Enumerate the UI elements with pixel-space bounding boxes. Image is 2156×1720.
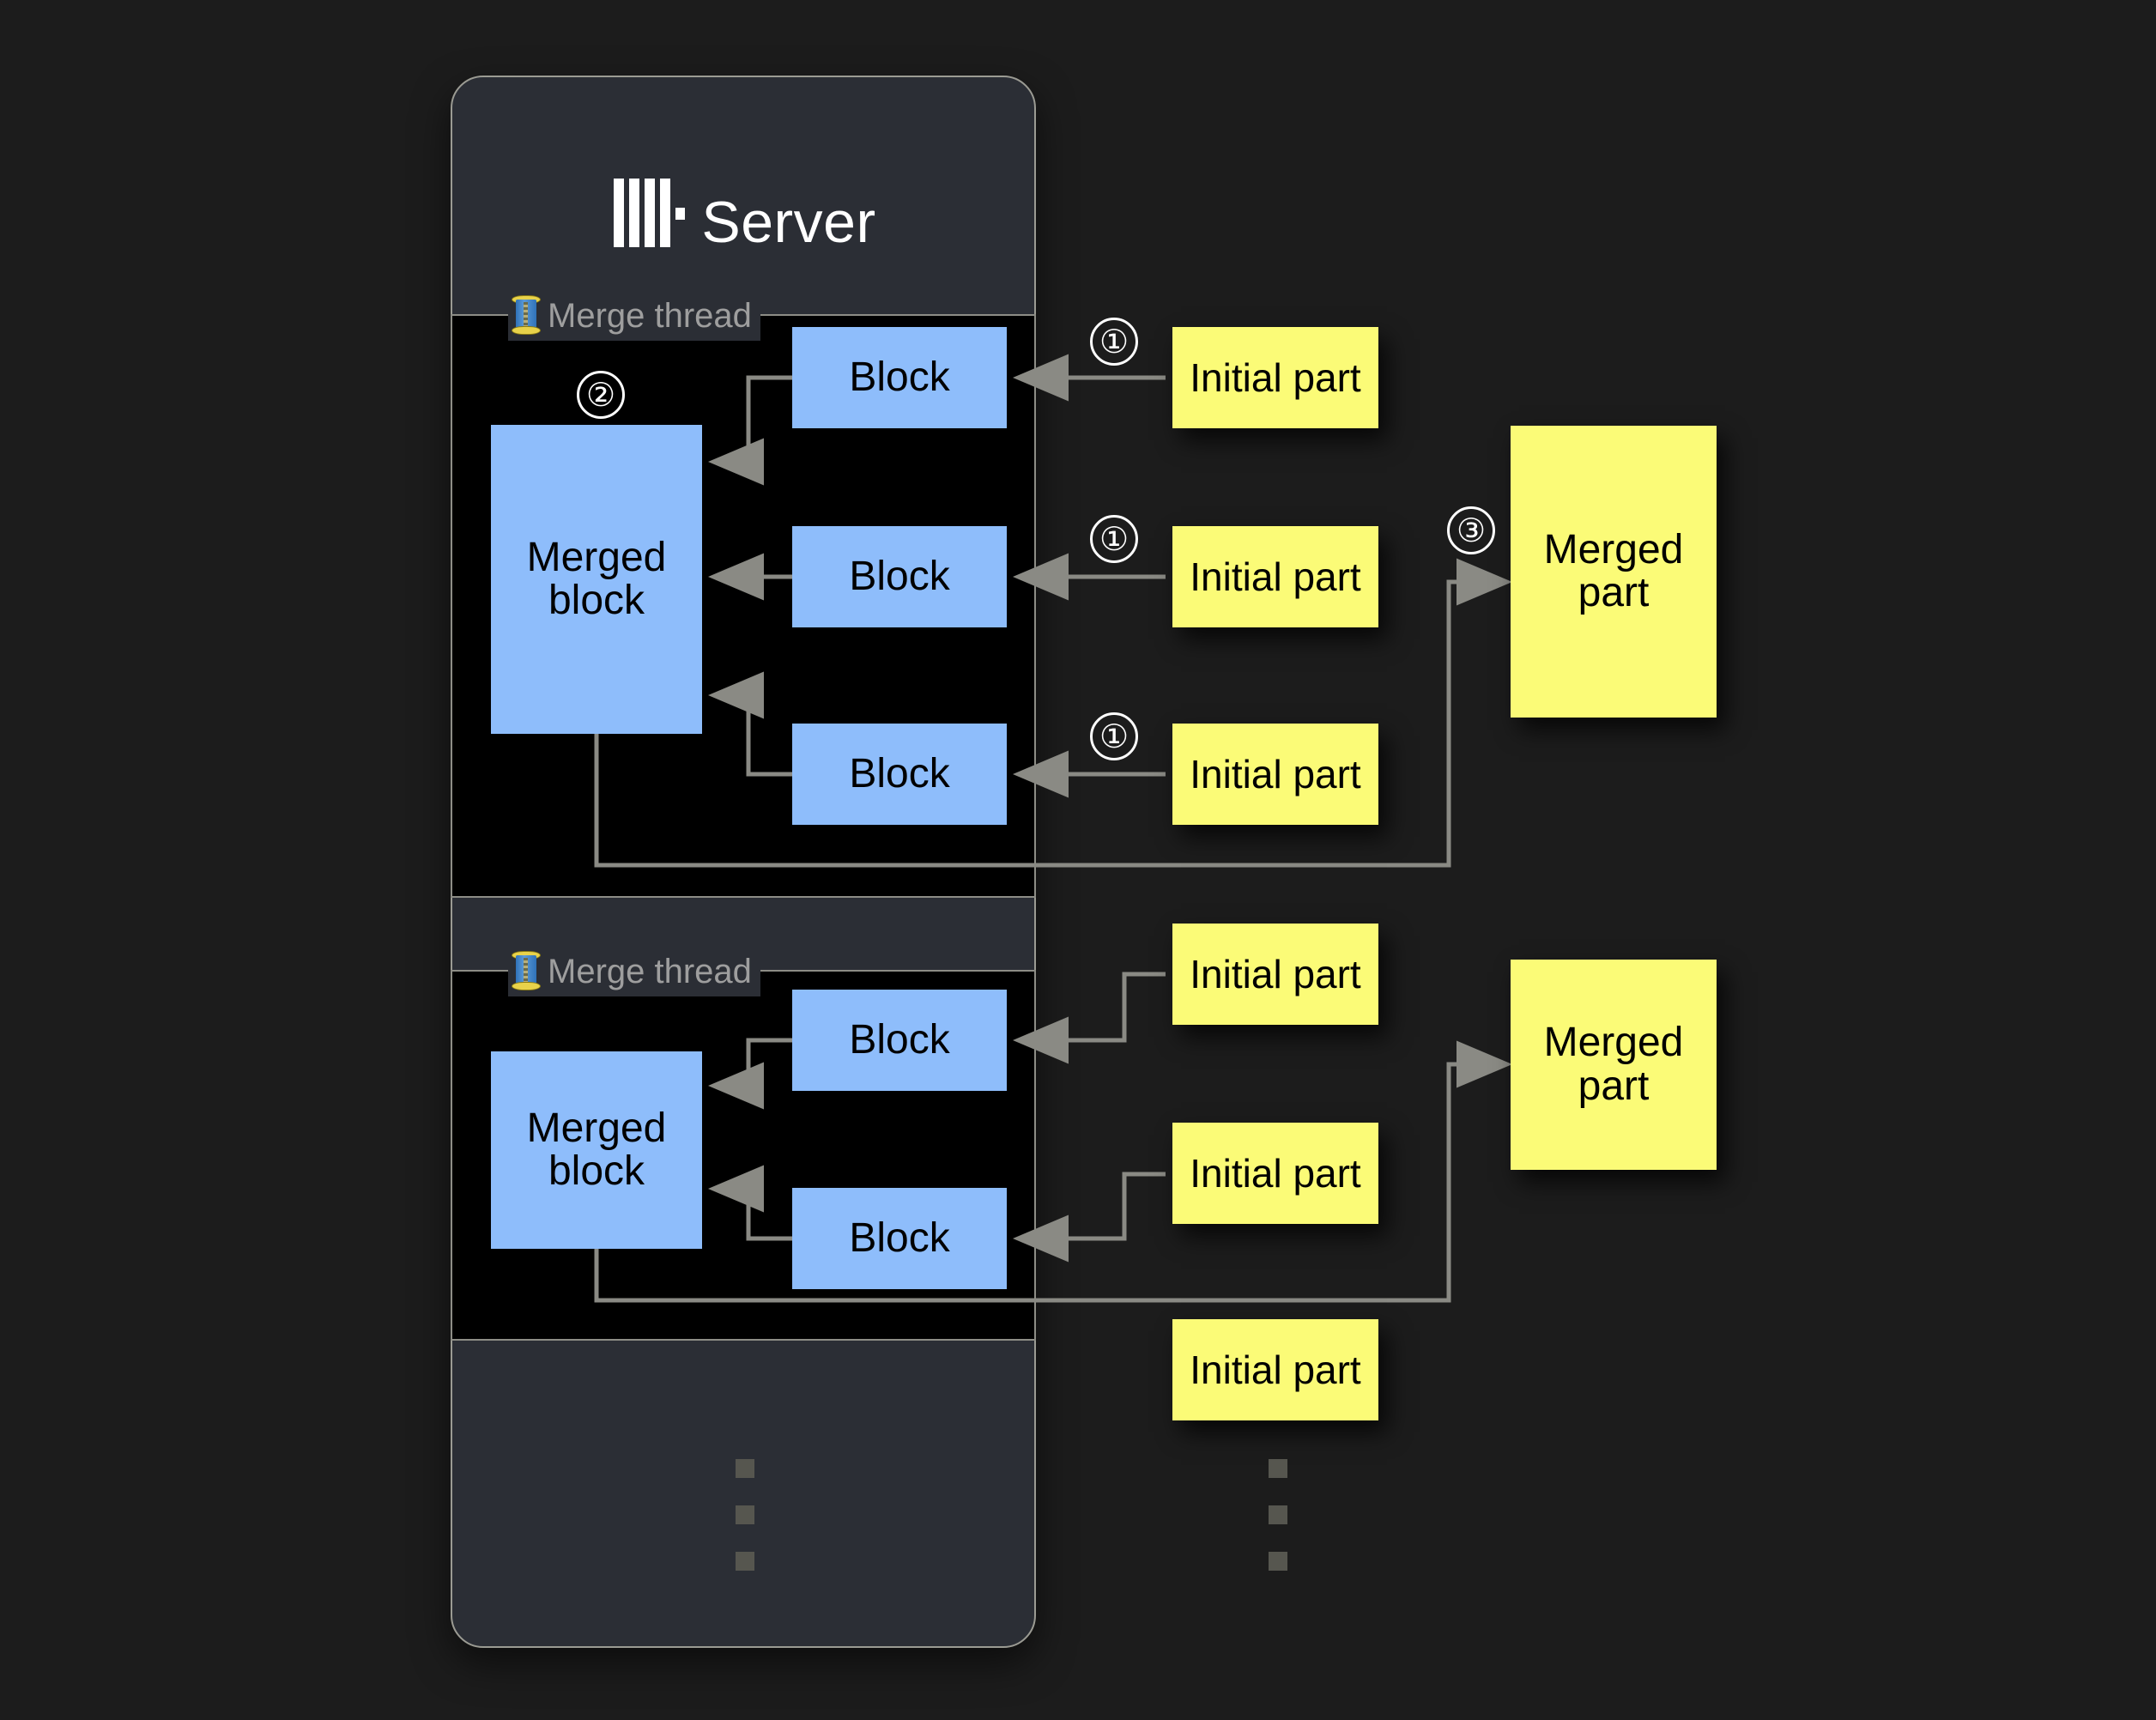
merged-part-2: Merged part [1511,960,1717,1170]
merge-thread-label-1: Merge thread [508,291,760,341]
step-marker-2: ② [577,371,625,419]
merged-block-1: Merged block [491,425,702,734]
server-title: Server [452,179,1038,256]
block-2-1: Block [792,990,1007,1091]
ellipsis-server [736,1459,754,1598]
thread-spool-icon [512,951,541,990]
block-1-3: Block [792,724,1007,825]
initial-part-2-2: Initial part [1172,1123,1378,1224]
block-1-1: Block [792,327,1007,428]
merge-thread-label-2: Merge thread [508,947,760,996]
initial-part-2-1: Initial part [1172,924,1378,1025]
thread-spool-icon [512,295,541,335]
merge-thread-label-text-1: Merge thread [548,297,752,335]
clickhouse-logo-icon [614,179,686,247]
arrow-initialpart4-to-block4 [1013,972,1166,1064]
block-2-2: Block [792,1188,1007,1289]
merged-part-1: Merged part [1511,426,1717,718]
step-marker-1a: ① [1090,318,1138,366]
server-title-text: Server [701,190,876,255]
step-marker-3: ③ [1447,506,1495,554]
arrow-initialpart5-to-block5 [1013,1172,1166,1263]
step-marker-1b: ① [1090,515,1138,563]
initial-part-1-3: Initial part [1172,724,1378,825]
initial-part-2-3: Initial part [1172,1319,1378,1420]
initial-part-1-2: Initial part [1172,526,1378,627]
block-1-2: Block [792,526,1007,627]
merge-thread-label-text-2: Merge thread [548,953,752,990]
initial-part-1-1: Initial part [1172,327,1378,428]
ellipsis-parts [1269,1459,1287,1598]
merged-block-2: Merged block [491,1051,702,1249]
step-marker-1c: ① [1090,712,1138,760]
